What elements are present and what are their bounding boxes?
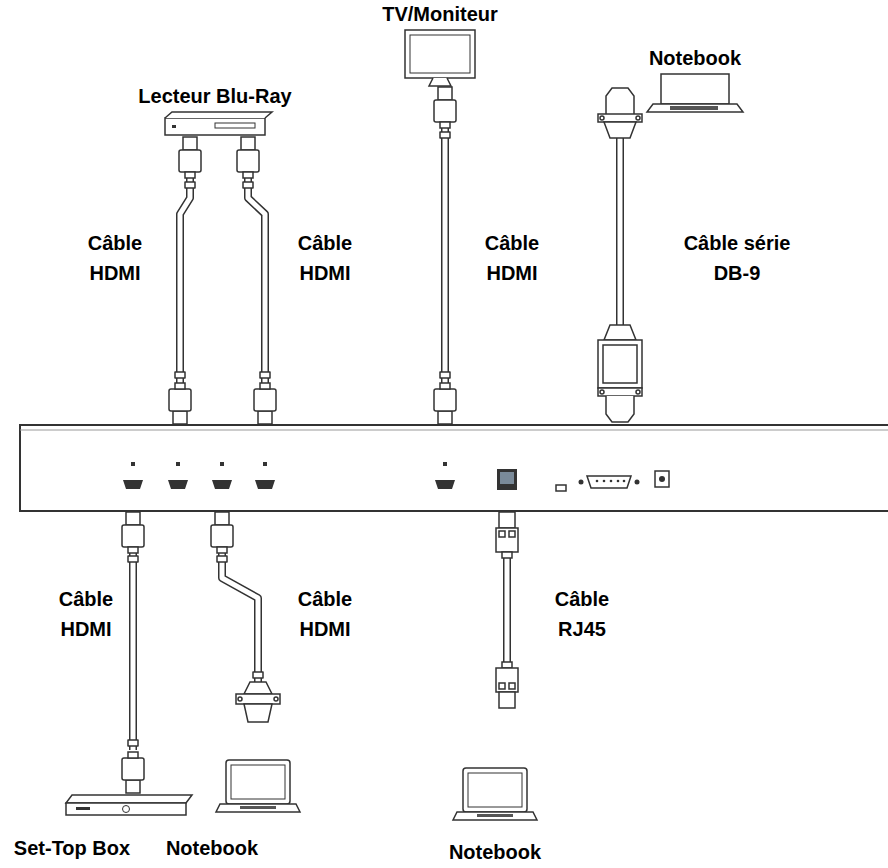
device-label: Notebook: [447, 840, 544, 864]
device-name: Notebook: [447, 840, 544, 864]
notebook-top: [647, 74, 743, 112]
db9-connectors: [598, 88, 642, 422]
device-name: Lecteur Blu-Ray: [136, 84, 294, 108]
device-label: TV/Moniteur: [380, 2, 500, 26]
device-label: Lecteur Blu-Ray: [136, 84, 294, 108]
device-name: TV/Moniteur: [380, 2, 500, 26]
device-name: Notebook: [647, 46, 744, 70]
device-name: Notebook: [164, 836, 261, 860]
switch-body: [20, 425, 888, 511]
hdmi-plugs: [122, 87, 456, 793]
cable-label: Câble HDMI: [70, 228, 160, 288]
vga-connector: [236, 682, 280, 722]
rj45-plugs: [496, 512, 518, 708]
bluray-player: [165, 112, 272, 135]
device-label: Notebook: [647, 46, 744, 70]
cables: [128, 128, 620, 750]
cable-label: Câble série DB-9: [672, 228, 802, 288]
device-label: Notebook: [164, 836, 261, 860]
cable-label: Câble HDMI: [280, 228, 370, 288]
device-ports: [123, 462, 669, 491]
device-label: Set-Top Box: [12, 836, 133, 860]
cable-label: Câble RJ45: [537, 584, 627, 644]
notebook-bottom: [216, 760, 300, 812]
cable-label: Câble HDMI: [467, 228, 557, 288]
cable-label: Câble HDMI: [280, 584, 370, 644]
tv-monitor: [405, 30, 475, 86]
cable-label: Câble HDMI: [41, 584, 131, 644]
notebook-bottom-right: [453, 768, 537, 820]
set-top-box: [66, 795, 192, 815]
device-name: Set-Top Box: [12, 836, 133, 860]
